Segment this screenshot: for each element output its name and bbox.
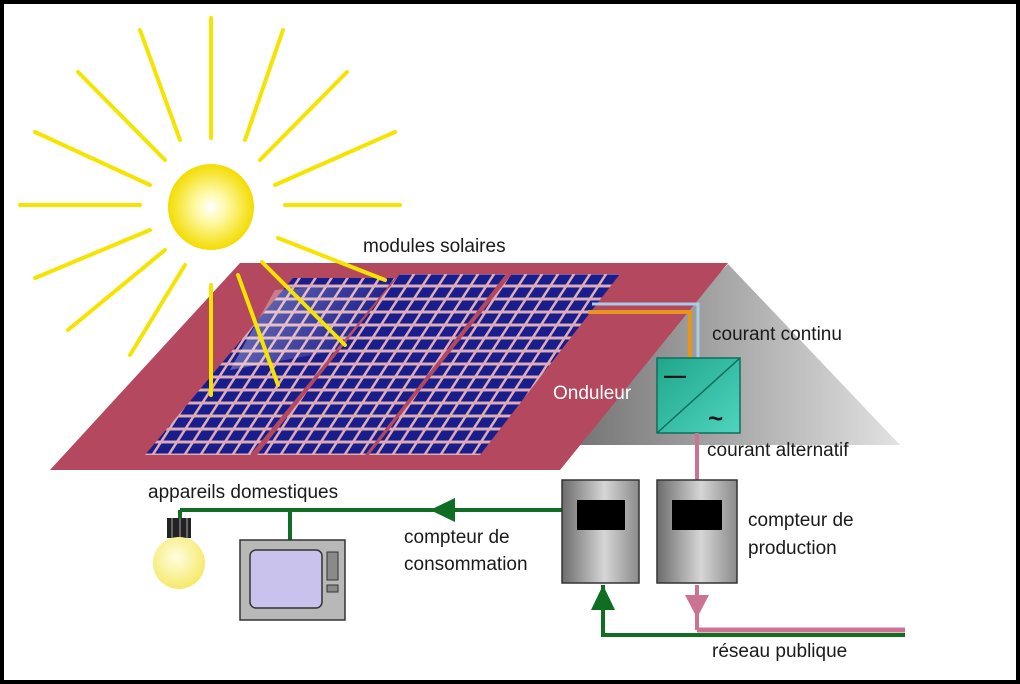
- house-gable: [560, 264, 900, 445]
- television-icon: [239, 539, 346, 621]
- label-courant-continu: courant continu: [712, 324, 842, 345]
- label-modules-solaires: modules solaires: [363, 236, 506, 257]
- inverter-ac-symbol: ~: [708, 403, 724, 433]
- sun-icon: [168, 164, 254, 250]
- dc-cable: [588, 310, 692, 360]
- production-meter: [656, 479, 738, 584]
- consumption-meter: [561, 479, 640, 584]
- label-compteur-production-1: compteur de: [748, 510, 854, 531]
- up-arrow-icon: [591, 585, 615, 610]
- label-compteur-consommation-1: compteur de: [404, 527, 510, 548]
- panel-glare: [230, 282, 390, 370]
- left-arrow-icon: [430, 498, 455, 522]
- light-bulb-icon: [153, 518, 205, 589]
- label-compteur-consommation-2: consommation: [404, 554, 528, 575]
- solar-panel: [257, 274, 506, 455]
- solar-panel: [369, 274, 620, 455]
- sun-rays: [18, 16, 402, 397]
- label-reseau-publique: réseau publique: [712, 641, 848, 662]
- down-arrow-icon: [685, 595, 709, 618]
- label-compteur-production-2: production: [748, 538, 837, 559]
- dc-cable-light: [592, 302, 700, 360]
- label-appareils-domestiques: appareils domestiques: [148, 482, 339, 503]
- label-courant-alternatif: courant alternatif: [707, 440, 849, 461]
- inverter-dc-symbol: —: [664, 363, 686, 388]
- label-onduleur: Onduleur: [553, 383, 632, 404]
